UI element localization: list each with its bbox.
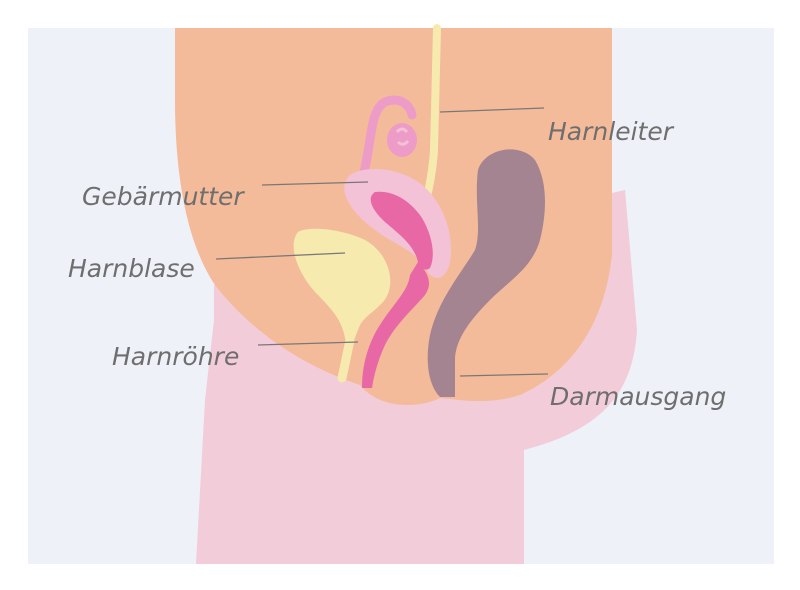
leader-line-anus [459,373,549,377]
label-bladder: Harnblase [68,254,195,283]
urethra [337,335,355,383]
label-urethra: Harnröhre [112,342,239,371]
leader-line-urethra [257,341,359,346]
rectum [427,149,545,397]
label-uterus: Gebärmutter [82,182,245,211]
fallopian-tube [359,95,417,177]
leader-line-ureter [439,107,545,113]
label-ureter: Harnleiter [548,117,675,146]
label-anus: Darmausgang [550,382,726,411]
bladder [293,228,391,345]
leader-line-bladder [215,252,346,260]
leader-lines [215,107,549,377]
leader-line-uterus [261,181,369,186]
ovary [387,123,417,157]
vaginal-canal [362,262,430,388]
uterine-cavity [370,191,433,270]
ovary-fimbria [395,127,410,146]
